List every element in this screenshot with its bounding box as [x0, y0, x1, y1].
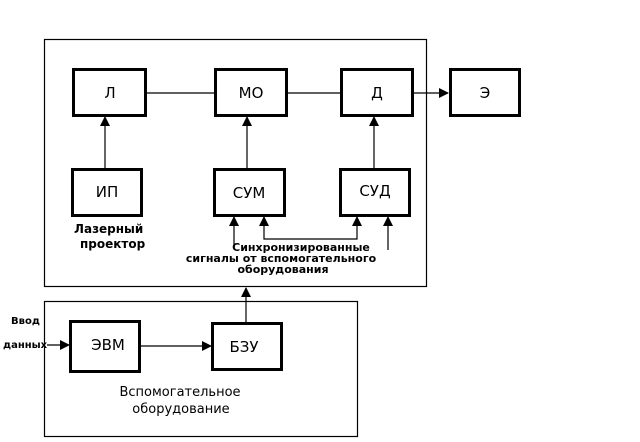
block-modulator: МО	[214, 68, 288, 117]
sync-label-2: сигналы от вспомогательного	[186, 252, 377, 265]
block-modulator-control-label: СУМ	[233, 184, 266, 202]
block-deflector-control-label: СУД	[359, 182, 390, 200]
block-modulator-control: СУМ	[213, 168, 286, 217]
data-input-label-2: данных	[3, 340, 48, 351]
aux-equipment-label-2: оборудование	[132, 402, 229, 417]
block-deflector-control: СУД	[339, 168, 411, 217]
sync-label-1: Синхронизированные	[232, 241, 370, 254]
laser-projector-label-2: проектор	[80, 237, 146, 251]
sync-arrowhead-2	[259, 216, 269, 226]
block-modulator-label: МО	[239, 84, 264, 102]
block-laser-label: Л	[104, 84, 115, 102]
block-deflector-label: Д	[371, 84, 383, 102]
sync-link-smod-sdef	[263, 217, 358, 240]
block-deflector: Д	[340, 68, 414, 117]
block-power-supply-label: ИП	[96, 183, 119, 201]
auxiliary-equipment-frame	[43, 300, 359, 438]
block-buffer-memory-label: БЗУ	[229, 338, 258, 356]
laser-projector-label-1: Лазерный	[74, 222, 143, 236]
block-laser: Л	[72, 68, 147, 117]
data-input-label-1: Ввод	[11, 316, 40, 327]
laser-projector-frame	[43, 38, 428, 288]
sync-arrowhead-3	[352, 216, 362, 226]
sync-label-3: оборудования	[237, 263, 328, 276]
block-computer: ЭВМ	[69, 320, 141, 373]
block-buffer-memory: БЗУ	[211, 322, 283, 371]
block-computer-label: ЭВМ	[91, 336, 125, 354]
block-screen: Э	[449, 68, 521, 117]
aux-equipment-label-1: Вспомогательное	[119, 385, 240, 400]
block-screen-label: Э	[480, 84, 490, 102]
block-power-supply: ИП	[71, 168, 143, 217]
